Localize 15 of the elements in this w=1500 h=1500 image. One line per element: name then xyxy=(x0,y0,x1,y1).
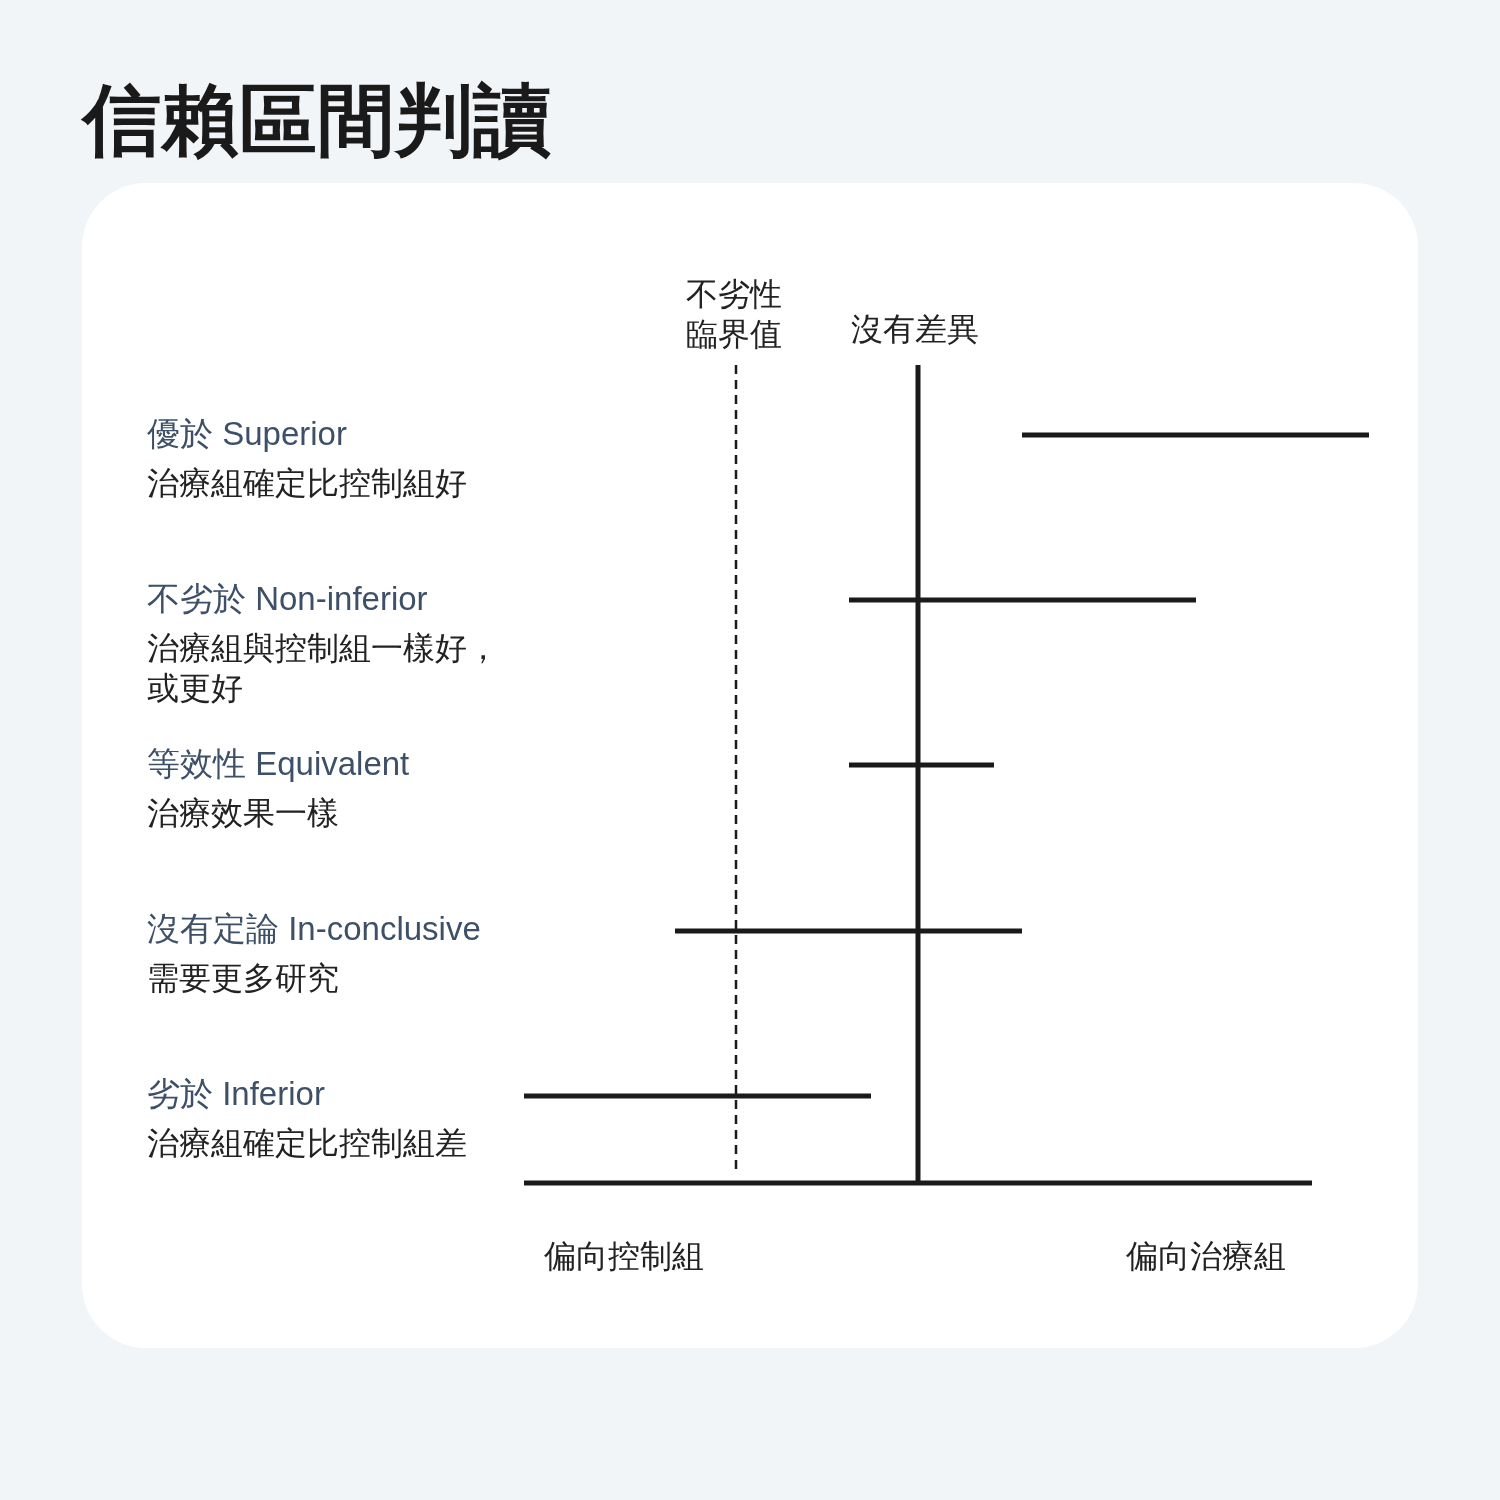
description-text: 需要更多研究 xyxy=(147,959,339,998)
category-heading: 沒有定論 In-conclusive xyxy=(147,909,481,949)
category-heading: 優於 Superior xyxy=(147,414,347,454)
category-heading: 不劣於 Non-inferior xyxy=(147,579,428,619)
description-text: 治療組確定比控制組好 xyxy=(147,464,467,503)
line-label: 沒有差異 xyxy=(851,310,979,349)
description-text: 治療效果一樣 xyxy=(147,794,339,833)
line-label: 不劣性臨界值 xyxy=(686,275,783,354)
axis-label: 偏向控制組 xyxy=(544,1237,704,1276)
description-text: 治療組確定比控制組差 xyxy=(147,1124,467,1163)
category-heading: 劣於 Inferior xyxy=(147,1074,325,1114)
axis-label: 偏向治療組 xyxy=(1126,1237,1286,1276)
category-heading: 等效性 Equivalent xyxy=(147,744,410,784)
page-title: 信賴區間判讀 xyxy=(83,75,551,166)
description-text: 治療組與控制組一樣好，或更好 xyxy=(147,629,500,708)
